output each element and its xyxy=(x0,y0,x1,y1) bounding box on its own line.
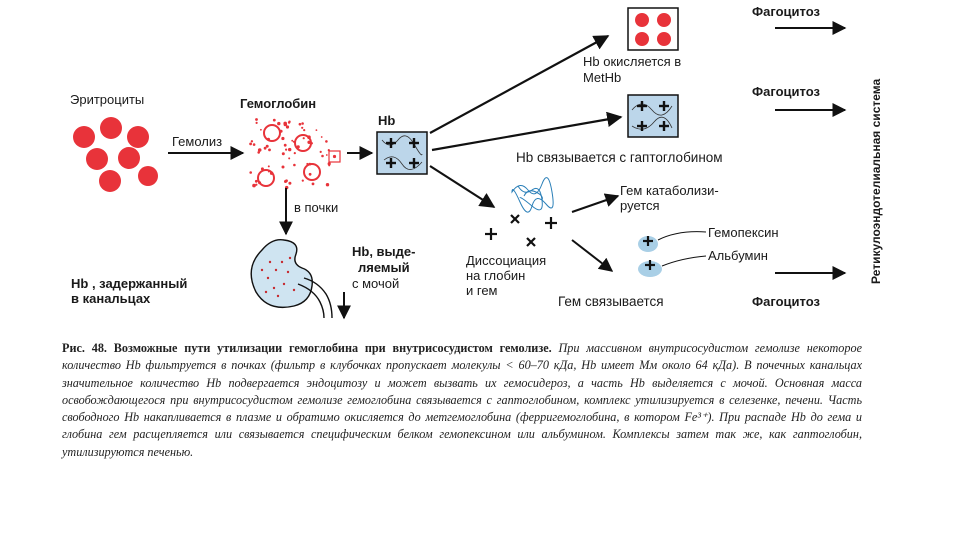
hemoglobin-dot xyxy=(277,121,281,126)
hemoglobin-dot xyxy=(301,179,304,182)
hemoglobin-dot xyxy=(249,171,252,174)
hemoglobin-dot xyxy=(265,144,269,148)
hb-label: Hb xyxy=(378,113,395,128)
to-heme-binding-arrow xyxy=(571,239,614,272)
hemoglobin-dot xyxy=(288,147,292,152)
phagocytosis-label-2: Фагоцитоз xyxy=(752,84,820,99)
dissociation-label-3: и гем xyxy=(466,283,498,298)
hb-excreted-label-3: с мочой xyxy=(352,276,399,291)
hemoglobin-dot xyxy=(257,148,262,152)
hemoglobin-dot xyxy=(267,165,270,168)
oxidized-label-1: Hb окисляется в xyxy=(583,54,681,69)
oxidized-label-2: MetHb xyxy=(583,70,621,85)
kidney-icon xyxy=(250,239,333,319)
hemolyzed-cells-icon xyxy=(257,124,321,187)
res-system-label: Ретикулоэндотелиальная система xyxy=(869,79,883,284)
hemopexin-pointer xyxy=(657,231,707,241)
hemoglobin-dot xyxy=(321,154,324,158)
hemoglobin-dot xyxy=(308,172,312,176)
hemoglobin-dot xyxy=(301,126,304,129)
hemolysis-label: Гемолиз xyxy=(172,134,222,149)
hemoglobin-dot xyxy=(252,183,256,188)
hb-retained-label-2: в канальцах xyxy=(71,291,151,306)
hemoglobin-dot xyxy=(255,121,258,124)
hemoglobin-dot xyxy=(287,121,291,124)
dissociation-label-2: на глобин xyxy=(466,268,525,283)
hemoglobin-label: Гемоглобин xyxy=(240,96,316,111)
hemoglobin-dot xyxy=(325,183,330,187)
hemoglobin-dot xyxy=(268,148,271,152)
globin-tangle-icon xyxy=(511,177,554,213)
hemoglobin-dot xyxy=(288,157,291,160)
hemoglobin-dot xyxy=(298,122,302,126)
heme-catabolized-label-2: руется xyxy=(620,198,660,213)
to-heme-catabolism-arrow xyxy=(571,193,620,213)
hb-excreted-label-2: ляемый xyxy=(358,260,410,275)
phagocytosis-label-1: Фагоцитоз xyxy=(752,4,820,19)
hemopexin-label: Гемопексин xyxy=(708,225,779,240)
hemoglobin-dot xyxy=(325,154,328,156)
heme-binds-label: Гем связывается xyxy=(558,294,664,309)
hemoglobin-dot xyxy=(283,121,288,126)
hemoglobin-dot xyxy=(284,180,287,183)
albumin-icon xyxy=(638,260,662,277)
hb-excreted-label-1: Hb, выде- xyxy=(352,244,415,259)
to-methb-arrow xyxy=(429,35,610,134)
to-kidneys-label: в почки xyxy=(294,200,338,215)
hemoglobin-dot xyxy=(303,129,306,132)
hemoglobin-dot xyxy=(283,143,287,147)
hemoglobin-dot xyxy=(291,139,294,142)
hemoglobin-utilization-diagram: Эритроциты Гемолиз Гемоглобин Hb xyxy=(70,4,883,320)
hemoglobin-dot xyxy=(302,137,305,140)
hemoglobin-dot xyxy=(255,183,258,186)
hemoglobin-dot xyxy=(250,140,254,143)
hemoglobin-dots-icon xyxy=(249,118,331,190)
to-dissociation-arrow xyxy=(429,165,496,208)
hemoglobin-dot xyxy=(281,152,285,156)
hemoglobin-dot xyxy=(327,162,331,166)
caption-title: Рис. 48. Возможные пути утилизации гемог… xyxy=(62,341,552,355)
erythrocytes-icon xyxy=(73,117,158,192)
hb-molecule-icon xyxy=(376,131,428,175)
hemoglobin-dot xyxy=(263,146,267,150)
to-haptoglobin-arrow xyxy=(431,111,623,152)
haptoglobin-complex-icon xyxy=(627,94,679,138)
heme-catabolized-label-1: Гем катаболизи- xyxy=(620,183,719,198)
methb-icon xyxy=(627,7,679,51)
haptoglobin-label: Hb связывается с гаптоглобином xyxy=(516,150,723,165)
hemoglobin-dot xyxy=(293,163,296,167)
hemoglobin-dot xyxy=(288,181,292,185)
hemoglobin-dot xyxy=(272,118,276,122)
hemoglobin-dot xyxy=(285,125,290,129)
dissociation-label-1: Диссоциация xyxy=(466,253,546,268)
heme-marks-icon xyxy=(485,214,557,247)
hemoglobin-dot xyxy=(325,140,328,143)
small-square-icon xyxy=(328,150,341,163)
caption-body: При массивном внутрисосудистом гемолизе … xyxy=(62,341,863,459)
figure-caption: Рис. 48. Возможные пути утилизации гемог… xyxy=(62,340,862,461)
phagocytosis-label-3: Фагоцитоз xyxy=(752,294,820,309)
albumin-label: Альбумин xyxy=(708,248,768,263)
hemoglobin-dot xyxy=(319,150,322,153)
hemoglobin-dot xyxy=(255,118,258,121)
hemoglobin-dot xyxy=(311,182,315,186)
hemoglobin-dot xyxy=(315,129,318,132)
hemoglobin-dot xyxy=(249,142,253,146)
albumin-pointer xyxy=(661,255,707,267)
hemoglobin-dot xyxy=(285,148,288,151)
hemoglobin-dot xyxy=(281,165,285,169)
hemoglobin-dot xyxy=(293,152,296,155)
hemoglobin-dot xyxy=(252,143,256,146)
hemoglobin-dot xyxy=(260,128,262,131)
hemoglobin-dot xyxy=(320,136,323,138)
erythrocytes-label: Эритроциты xyxy=(70,92,144,107)
hemoglobin-dot xyxy=(281,136,285,141)
hemoglobin-dot xyxy=(254,179,258,183)
hemoglobin-dot xyxy=(257,151,261,154)
hb-retained-label-1: Hb , задержанный xyxy=(71,276,187,291)
hemoglobin-dot xyxy=(328,164,331,167)
hemopexin-icon xyxy=(638,236,658,252)
hemoglobin-dot xyxy=(301,122,304,125)
